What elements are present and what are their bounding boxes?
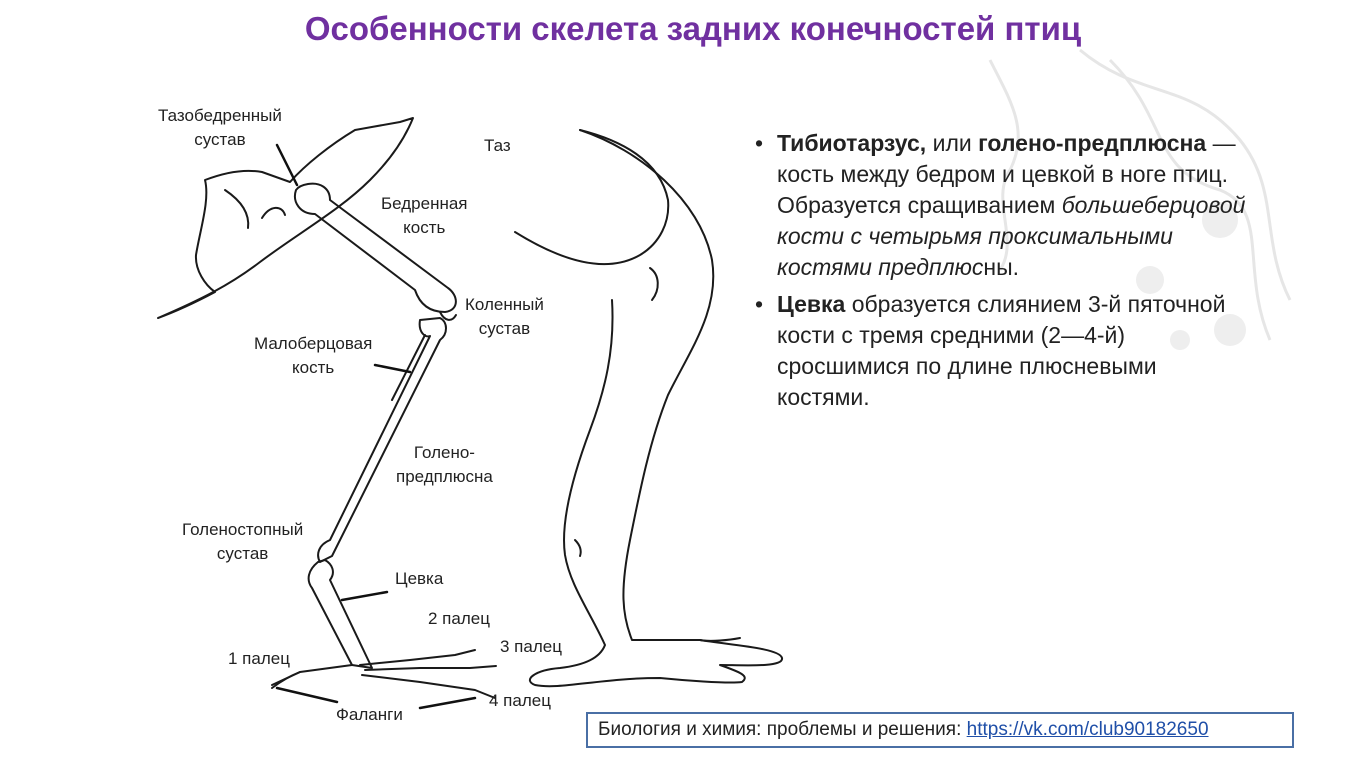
footer-link[interactable]: https://vk.com/club90182650 — [966, 719, 1209, 740]
footer-text: Биология и химия: проблемы и решения: — [598, 719, 967, 740]
label-femur: Бедренная кость — [381, 194, 468, 237]
label-hip-joint: Тазобедренный сустав — [158, 106, 282, 149]
bullet-list: • Тибиотарзус, или голено-предплюсна — к… — [755, 128, 1255, 419]
leg-silhouette — [514, 129, 670, 266]
pointer-phalanges-left — [275, 686, 339, 704]
label-phalanges: Фаланги — [336, 705, 403, 724]
tarsometatarsus-bone — [307, 559, 373, 669]
femur-bone — [294, 182, 457, 313]
label-tarsometatarsus: Цевка — [395, 569, 444, 588]
label-pelvis: Таз — [484, 136, 511, 155]
bullet-dot-icon: • — [755, 130, 764, 156]
label-fibula: Малоберцовая кость — [254, 334, 373, 377]
pointer-hip-joint — [275, 143, 299, 187]
label-knee-joint: Коленный сустав — [465, 295, 544, 338]
pointer-fibula — [373, 363, 412, 374]
pointer-phalanges-right — [418, 696, 477, 710]
label-toe-2: 2 палец — [428, 609, 490, 628]
label-toe-3: 3 палец — [500, 637, 562, 656]
bullet-item-tarsometatarsus: • Цевка образуется слиянием 3-й пяточной… — [755, 291, 1226, 410]
tibiotarsus-bone — [317, 317, 447, 563]
label-toe-1: 1 палец — [228, 649, 290, 668]
dna-watermark-decoration — [988, 48, 1292, 350]
slide-title: Особенности скелета задних конечностей п… — [304, 10, 1082, 47]
label-toe-4: 4 палец — [489, 691, 551, 710]
pelvis-bone — [157, 117, 414, 319]
bullet-item-tibiotarsus: • Тибиотарзус, или голено-предплюсна — к… — [755, 130, 1246, 280]
label-ankle-joint: Голеностопный сустав — [182, 520, 304, 563]
source-footer: Биология и химия: проблемы и решения: ht… — [586, 712, 1294, 748]
bird-leg-skeleton-illustration — [157, 117, 783, 710]
bullet-dot-icon: • — [755, 291, 764, 317]
fibula-bone — [391, 334, 426, 401]
label-tibiotarsus: Голено- предплюсна — [396, 443, 493, 486]
pointer-tarsometatarsus — [340, 590, 389, 602]
